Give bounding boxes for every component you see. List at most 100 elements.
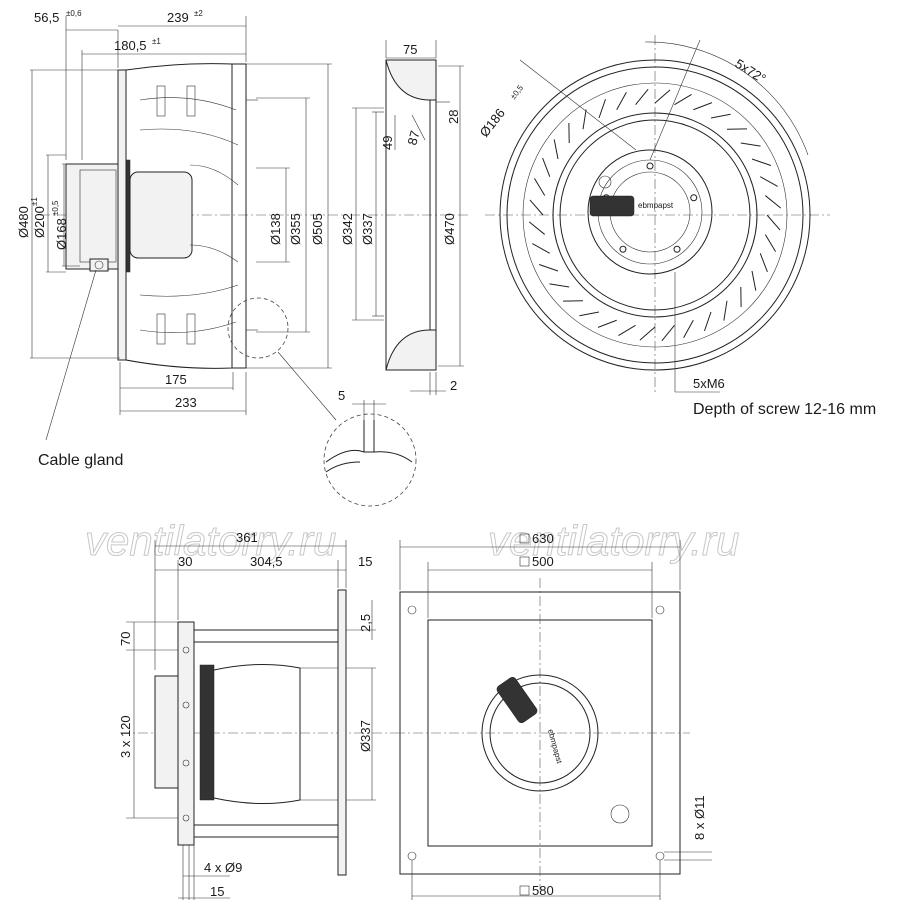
tol-168: ±0,5 [51, 200, 60, 216]
dim-3x120: 3 x 120 [118, 715, 133, 758]
inlet-ring-outer [499, 59, 811, 371]
mount-ring [481, 674, 599, 792]
blade-slot [549, 283, 570, 288]
blade-slot [683, 320, 694, 338]
dim-200: Ø200 [32, 206, 47, 238]
dim-87: 87 [404, 129, 422, 147]
detail-circle [323, 413, 417, 507]
dim-2: 2 [450, 378, 457, 393]
blade-slot [616, 92, 627, 110]
dim-342: Ø342 [340, 213, 355, 245]
dim-28: 28 [446, 110, 461, 124]
blade-slot [740, 142, 761, 147]
screw-hole [646, 162, 654, 170]
screw-hole [690, 194, 698, 202]
tol-200: ±1 [30, 197, 39, 206]
dim-630: 630 [532, 531, 554, 546]
blade-slot [582, 109, 587, 130]
blade-slots [528, 88, 782, 342]
dim-75: 75 [403, 42, 417, 57]
dim-4x9: 4 x Ø9 [204, 860, 242, 875]
mounting-plate [177, 621, 195, 846]
dim-2-5: 2,5 [358, 614, 373, 632]
mount-front-view: ebmpapst 630 500 580 8 x Ø11 [395, 531, 712, 900]
tol-56-5: ±0,6 [66, 9, 82, 18]
motor-side [154, 675, 179, 789]
backplate [117, 69, 127, 361]
blade-slot [723, 300, 728, 321]
dim-15-top: 15 [358, 554, 372, 569]
dim-355: Ø355 [288, 213, 303, 245]
tol-239: ±2 [194, 9, 203, 18]
blade-slot [553, 139, 559, 160]
blade-slot [661, 324, 675, 342]
front-view: ebmpapst Ø186 ±0,5 5x72° 5xM6 Depth of s… [477, 35, 876, 418]
blade-slot [597, 319, 617, 328]
blade-slot [766, 214, 781, 231]
blade-slot [674, 93, 692, 106]
blade-slot [751, 270, 757, 291]
dim-5xM6: 5xM6 [693, 376, 725, 391]
dim-5: 5 [338, 388, 345, 403]
blade-slot [529, 199, 544, 216]
mount-side-view: 361 30 304,5 15 2,5 Ø337 70 3 x 120 4 x … [118, 530, 395, 900]
blade-slot [528, 221, 546, 235]
dim-500: 500 [532, 554, 554, 569]
cable-gland [89, 258, 109, 272]
inlet-plate [337, 589, 347, 876]
section-view: 75 28 49 87 Ø342 Ø337 Ø470 2 5 [323, 40, 470, 507]
dim-470: Ø470 [442, 213, 457, 245]
dim-361: 361 [236, 530, 258, 545]
dim-505: Ø505 [310, 213, 325, 245]
rotor [129, 171, 193, 259]
blade-slot [538, 264, 559, 272]
tol-180-5: ±1 [152, 37, 161, 46]
cable-gland-label: Cable gland [38, 452, 123, 469]
blade-slot [710, 113, 731, 119]
screw-hole [619, 245, 627, 253]
terminal-box [589, 195, 635, 217]
blade-slot [751, 158, 772, 166]
blade-slot [639, 326, 656, 341]
dim-480: Ø480 [16, 206, 31, 238]
dim-15-bottom: 15 [210, 884, 224, 899]
dim-337: Ø337 [360, 213, 375, 245]
watermark-right: ventilatorry.ru [488, 517, 739, 564]
blade-slot [579, 311, 600, 317]
blade-slot [635, 88, 649, 106]
hub [587, 149, 713, 275]
front-brand: ebmpapst [638, 201, 674, 210]
blade-slot [654, 89, 671, 104]
blade-slot [693, 102, 713, 111]
blade-slot [704, 311, 712, 332]
screw-depth-label: Depth of screw 12-16 mm [693, 401, 876, 418]
blade-slot [760, 176, 778, 187]
dim-49: 49 [380, 136, 395, 150]
watermark-left: ventilatorry.ru [85, 517, 336, 564]
dim-168: Ø168 [54, 218, 69, 250]
blade-slot [532, 243, 550, 254]
dim-5x72: 5x72° [732, 56, 768, 86]
dim-233: 233 [175, 395, 197, 410]
blade-slot [542, 157, 551, 177]
mount-terminal-box [496, 676, 538, 724]
dim-8x11: 8 x Ø11 [692, 795, 707, 840]
blade-slot [764, 195, 782, 209]
dim-138: Ø138 [268, 213, 283, 245]
dim-239: 239 [167, 10, 189, 25]
dim-56-5: 56,5 [34, 10, 59, 25]
blade-slot [618, 324, 636, 337]
motor-housing [65, 163, 119, 270]
dim-580: 580 [532, 883, 554, 898]
blade-slot [759, 253, 768, 273]
dim-30: 30 [178, 554, 192, 569]
blade-slot [533, 178, 546, 196]
dim-337-mount: Ø337 [358, 720, 373, 752]
dim-186: Ø186 [477, 106, 508, 140]
dim-180-5: 180,5 [114, 38, 147, 53]
side-view: 56,5 ±0,6 239 ±2 180,5 ±1 Ø480 Ø200 ±1 Ø… [16, 9, 345, 469]
screw-hole [673, 245, 681, 253]
mount-brand: ebmpapst [546, 728, 564, 765]
